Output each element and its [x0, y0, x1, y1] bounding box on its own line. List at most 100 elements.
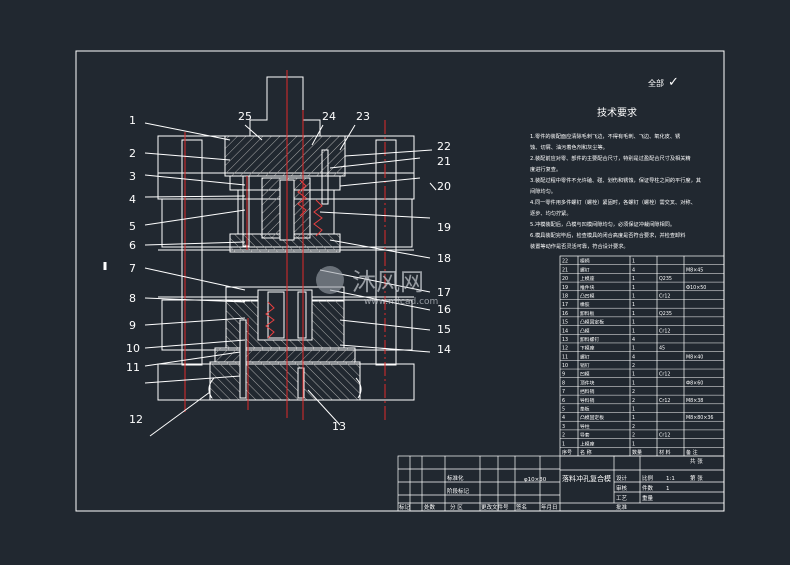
bom-cell-note: M8×80×36: [686, 415, 713, 421]
bom-cell-qty: 1: [632, 415, 635, 421]
bom-cell-qty: 1: [632, 285, 635, 291]
bom-cell-note: M8×45: [686, 267, 703, 273]
svg-text:审核: 审核: [616, 484, 628, 492]
bom-cell-name: 挡料销: [580, 388, 595, 395]
bom-cell-name: 上模座: [580, 275, 595, 282]
bom-cell-name: 导料销: [580, 397, 595, 404]
bom-cell-name: 销钉: [580, 362, 590, 369]
callout-7: 7: [129, 262, 136, 275]
bom-cell-qty: 1: [632, 293, 635, 299]
scale-value: 1:1: [666, 476, 675, 482]
mold-assembly: [157, 76, 415, 401]
callout-3: 3: [129, 170, 136, 183]
springs: [265, 179, 323, 339]
bom-cell-no: 14: [562, 328, 568, 334]
bom-header-cell: 序号: [562, 449, 572, 456]
bom-cell-mat: Cr12: [659, 328, 670, 334]
bom-cell-no: 8: [562, 380, 565, 386]
bom-cell-qty: 1: [632, 302, 635, 308]
bom-cell-mat: Cr12: [659, 433, 670, 439]
callout-13: 13: [332, 420, 346, 433]
weight-label: 重量: [642, 494, 654, 502]
svg-text:批准: 批准: [616, 503, 628, 511]
callouts-right: 21 20 19 18 17 16 15 14 13: [332, 155, 451, 433]
svg-text:5.冲模装配后，凸模与凹模间隙均匀，必须保证冲裁间隙相同。: 5.冲模装配后，凸模与凹模间隙均匀，必须保证冲裁间隙相同。: [530, 220, 675, 228]
bom-cell-qty: 4: [632, 337, 635, 343]
bom-cell-name: 上模座: [580, 440, 595, 447]
callouts-left: 1 2 3 4 5 6 7 8 9 10 11 12: [126, 114, 143, 426]
guide-pillar-right: [375, 139, 397, 366]
bom-cell-qty: 1: [632, 407, 635, 413]
bom-cell-name: 下模座: [580, 345, 595, 352]
bom-cell-no: 21: [562, 267, 568, 273]
svg-text:1.零件的装配面应清除毛刺飞边，不得有毛刺、飞边、氧化皮、锈: 1.零件的装配面应清除毛刺飞边，不得有毛刺、飞边、氧化皮、锈: [530, 132, 680, 140]
bom-cell-mat: Cr12: [659, 398, 670, 404]
bom-cell-no: 11: [562, 354, 568, 360]
bom-cell-qty: 1: [632, 328, 635, 334]
bom-cell-name: 模柄: [580, 258, 590, 265]
callout-14: 14: [437, 343, 451, 356]
bom-cell-qty: 1: [632, 276, 635, 282]
bom-cell-qty: 2: [632, 433, 635, 439]
svg-text:第 张: 第 张: [690, 474, 703, 482]
bom-cell-qty: 1: [632, 320, 635, 326]
bom-cell-no: 5: [562, 407, 565, 413]
bom-cell-qty: 1: [632, 346, 635, 352]
callout-24: 24: [322, 110, 336, 123]
callout-2: 2: [129, 147, 136, 160]
callout-17: 17: [437, 286, 451, 299]
bom-cell-qty: 1: [632, 372, 635, 378]
callouts-top: 25 24 23 22: [238, 110, 451, 153]
drawing-code: φ10×30: [524, 477, 547, 483]
svg-text:签名: 签名: [516, 503, 527, 511]
bom-cell-name: 卸料螺钉: [580, 336, 599, 343]
upper-core: [224, 135, 346, 177]
svg-text:装置等动作是否灵活可靠，符合设计要求。: 装置等动作是否灵活可靠，符合设计要求。: [530, 242, 629, 250]
bom-cell-qty: 2: [632, 389, 635, 395]
leader-lines: [144, 122, 437, 437]
bom-cell-no: 19: [562, 285, 568, 291]
callout-18: 18: [437, 252, 451, 265]
bom-cell-note: Ф10×50: [686, 285, 706, 291]
svg-text:3.装配过程中零件不允许磕、碰、划伤和锈蚀，保证导柱之间的平: 3.装配过程中零件不允许磕、碰、划伤和锈蚀，保证导柱之间的平行度，其: [530, 176, 701, 184]
callout-19: 19: [437, 221, 451, 234]
scale-label: 比例: [642, 474, 654, 482]
bom-cell-note: M8×40: [686, 354, 703, 360]
bom-cell-name: 导套: [580, 432, 590, 439]
bom-cell-no: 13: [562, 337, 568, 343]
bom-cell-no: 20: [562, 276, 568, 282]
svg-text:设计: 设计: [616, 474, 628, 482]
bom-cell-name: 橡胶: [580, 301, 590, 308]
bom-cell-name: 垫板: [580, 406, 590, 413]
bom-cell-qty: 1: [632, 380, 635, 386]
lower-base-insert: [209, 361, 361, 401]
watermark-url: www.mfcad.com: [364, 297, 438, 307]
callout-10: 10: [126, 342, 140, 355]
svg-text:分 区: 分 区: [450, 503, 463, 511]
bom-cell-name: 螺钉: [580, 266, 590, 273]
callout-5: 5: [129, 220, 136, 233]
callout-11: 11: [126, 361, 140, 374]
bom-cell-no: 3: [562, 424, 565, 430]
callout-16: 16: [437, 303, 451, 316]
bom-cell-qty: 4: [632, 267, 635, 273]
bom-cell-no: 10: [562, 363, 568, 369]
callout-20: 20: [437, 180, 451, 193]
roughness-label: 全部: [648, 78, 664, 88]
svg-text:2.装配前应对零、部件的主要配合尺寸，特别是过盈配合尺寸及相: 2.装配前应对零、部件的主要配合尺寸，特别是过盈配合尺寸及相关精: [530, 154, 691, 162]
svg-text:蚀、切屑、油污着色剂和灰尘等。: 蚀、切屑、油污着色剂和灰尘等。: [530, 143, 608, 151]
svg-text:共 张: 共 张: [690, 457, 703, 465]
bom-cell-mat: Cr12: [659, 293, 670, 299]
callout-12: 12: [129, 413, 143, 426]
bom-cell-name: 卸料板: [580, 310, 595, 317]
bom-cell-no: 2: [562, 433, 565, 439]
bom-cell-name: 推件块: [580, 284, 595, 291]
title-block: [397, 455, 725, 512]
bom-cell-name: 凸凹模: [580, 292, 595, 299]
bom-cell-no: 9: [562, 372, 565, 378]
bom-cell-no: 16: [562, 311, 568, 317]
qty-value: 1: [666, 486, 670, 492]
svg-text:标记: 标记: [399, 503, 411, 511]
